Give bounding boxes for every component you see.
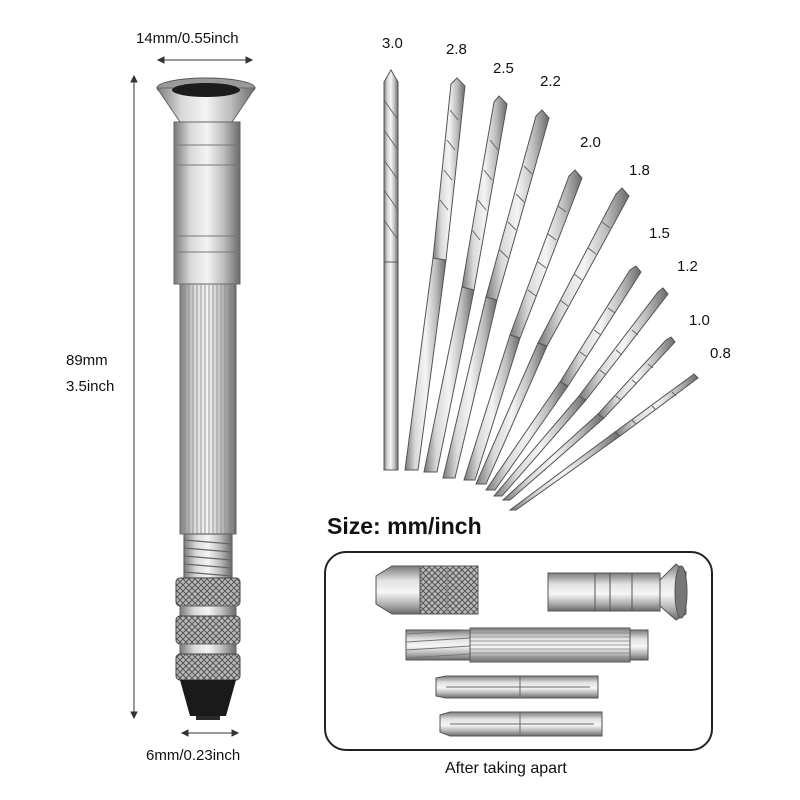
drill-bits <box>383 69 699 511</box>
bit-size-label: 0.8 <box>710 345 731 362</box>
chuck-nut <box>375 565 479 615</box>
bit-size-label: 3.0 <box>382 35 403 52</box>
drill-bit <box>423 95 508 473</box>
drill-bit <box>492 287 669 497</box>
top-width-arrow <box>156 56 254 64</box>
drill-bit <box>383 69 399 471</box>
drill-bit <box>475 187 630 485</box>
bit-size-label: 2.0 <box>580 134 601 151</box>
drill-bit <box>463 169 583 481</box>
length-inch-label: 3.5inch <box>66 378 115 395</box>
bit-size-label: 1.8 <box>629 162 650 179</box>
length-mm-label: 89mm <box>66 352 108 369</box>
disassembled-parts <box>375 563 688 737</box>
collet <box>439 711 603 737</box>
bit-size-label: 2.5 <box>493 60 514 77</box>
pin-vise <box>156 77 256 720</box>
drill-bit <box>485 265 642 491</box>
collet <box>435 675 599 699</box>
panel-caption: After taking apart <box>445 760 567 777</box>
drill-bit <box>501 336 676 501</box>
bit-size-label: 1.0 <box>689 312 710 329</box>
collar-head <box>547 563 688 621</box>
drill-bit <box>442 109 550 479</box>
length-arrow <box>130 74 138 720</box>
bottom-width-label: 6mm/0.23inch <box>146 747 241 764</box>
bit-size-label: 1.5 <box>649 225 670 242</box>
body-shaft <box>405 627 649 663</box>
bit-size-label: 1.2 <box>677 258 698 275</box>
bit-size-label: 2.8 <box>446 41 467 58</box>
size-title: Size: mm/inch <box>327 513 482 539</box>
drill-bit <box>404 77 466 471</box>
bottom-width-arrow <box>180 729 240 737</box>
bit-size-label: 2.2 <box>540 73 561 90</box>
top-width-label: 14mm/0.55inch <box>136 30 239 47</box>
disassembly-panel <box>324 551 713 751</box>
drill-bit <box>508 373 699 511</box>
